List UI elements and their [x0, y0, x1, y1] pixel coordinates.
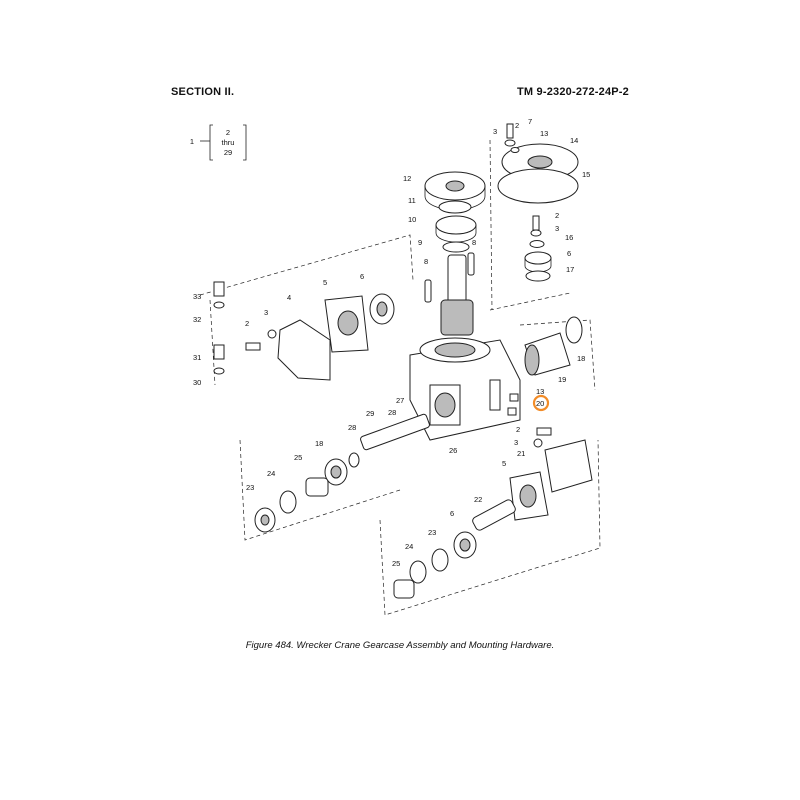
pinion-7 — [440, 299, 474, 336]
callout-6a: 6 — [567, 249, 571, 258]
bolt-31 — [213, 344, 225, 360]
shaft-29 — [360, 413, 430, 451]
bracket-21 — [544, 439, 593, 493]
right-spring-group — [524, 316, 583, 376]
callout-13b: 13 — [536, 387, 544, 396]
callout-2a: 2 — [515, 121, 519, 130]
shaft-22 — [472, 499, 516, 531]
manual-number: TM 9-2320-272-24P-2 — [516, 86, 629, 98]
section-heading: SECTION II. — [171, 86, 235, 98]
ring-18a — [565, 316, 583, 344]
callout-9: 9 — [418, 238, 422, 247]
ring-11 — [438, 200, 472, 214]
callout-12: 12 — [403, 174, 411, 183]
bolt-2b — [532, 215, 540, 231]
callout-28a: 28 — [388, 408, 396, 417]
plug-13b — [509, 393, 519, 402]
ring-23b — [431, 548, 449, 572]
bearing-10 — [435, 215, 477, 235]
bracket-line3: 29 — [224, 148, 232, 157]
bracket-line1: 2 — [226, 128, 230, 137]
callout-10: 10 — [408, 215, 416, 224]
key-28b — [348, 452, 360, 468]
seal-6a — [524, 251, 552, 265]
callout-3a: 3 — [493, 127, 497, 136]
callout-4: 4 — [287, 293, 291, 302]
bolt-2a — [506, 123, 514, 139]
callout-6c: 6 — [450, 509, 454, 518]
callout-26: 26 — [449, 446, 457, 455]
item-bracket: 1 2 thru 29 — [190, 124, 247, 161]
callout-24a: 24 — [267, 469, 275, 478]
callout-19: 19 — [558, 375, 566, 384]
callout-27: 27 — [396, 396, 404, 405]
lower-left-shaft — [254, 413, 430, 533]
key-8a — [467, 252, 475, 276]
callout-21: 21 — [517, 449, 525, 458]
callout-7: 7 — [528, 117, 532, 126]
callout-16: 16 — [565, 233, 573, 242]
callout-8b: 8 — [424, 257, 428, 266]
ring-24a — [279, 490, 297, 514]
bolt-33 — [213, 281, 225, 297]
bolt-2d — [536, 427, 552, 436]
callout-18a: 18 — [577, 354, 585, 363]
callout-31: 31 — [193, 353, 201, 362]
callout-20: 20 — [536, 399, 544, 408]
callout-3c: 3 — [264, 308, 268, 317]
callout-23a: 23 — [246, 483, 254, 492]
bracket-4 — [277, 319, 331, 381]
plug-20 — [507, 407, 517, 416]
callout-2b: 2 — [555, 211, 559, 220]
callout-labels: 2 3 7 13 14 15 12 11 10 9 8 8 2 3 16 6 1… — [193, 117, 590, 568]
lower-right-group — [393, 427, 593, 599]
callout-30: 30 — [193, 378, 201, 387]
callout-25a: 25 — [294, 453, 302, 462]
highlight-ring — [532, 394, 550, 412]
callout-33: 33 — [193, 292, 201, 301]
bolt-2c — [245, 342, 261, 351]
collar-25a — [305, 477, 329, 497]
callout-29: 29 — [366, 409, 374, 418]
callout-2d: 2 — [516, 425, 520, 434]
callout-2c: 2 — [245, 319, 249, 328]
figure-caption: Figure 484. Wrecker Crane Gearcase Assem… — [245, 640, 555, 651]
callout-3b: 3 — [555, 224, 559, 233]
callout-8a: 8 — [472, 238, 476, 247]
callout-13a: 13 — [540, 129, 548, 138]
group-outlines — [199, 139, 601, 616]
callout-5b: 5 — [502, 459, 506, 468]
key-8b — [424, 279, 432, 303]
callout-28b: 28 — [348, 423, 356, 432]
bracket-item: 1 — [190, 137, 194, 146]
callout-5a: 5 — [323, 278, 327, 287]
gasket-15 — [497, 168, 579, 204]
callout-32: 32 — [193, 315, 201, 324]
callout-25b: 25 — [392, 559, 400, 568]
callout-15: 15 — [582, 170, 590, 179]
collar-25b — [393, 579, 415, 599]
callout-3d: 3 — [514, 438, 518, 447]
ring-9 — [442, 241, 470, 253]
left-mounting-group — [213, 281, 395, 381]
callout-24b: 24 — [405, 542, 413, 551]
callout-11: 11 — [408, 196, 416, 205]
callout-18b: 18 — [315, 439, 323, 448]
callout-14: 14 — [570, 136, 578, 145]
callout-17: 17 — [566, 265, 574, 274]
top-gear-stack — [424, 171, 486, 336]
callout-6b: 6 — [360, 272, 364, 281]
gearcase-body — [409, 337, 521, 441]
callout-23b: 23 — [428, 528, 436, 537]
top-right-cover — [497, 123, 579, 282]
ring-17 — [525, 270, 551, 282]
ring-24b — [409, 560, 427, 584]
bracket-line2: thru — [222, 138, 235, 147]
callout-22: 22 — [474, 495, 482, 504]
